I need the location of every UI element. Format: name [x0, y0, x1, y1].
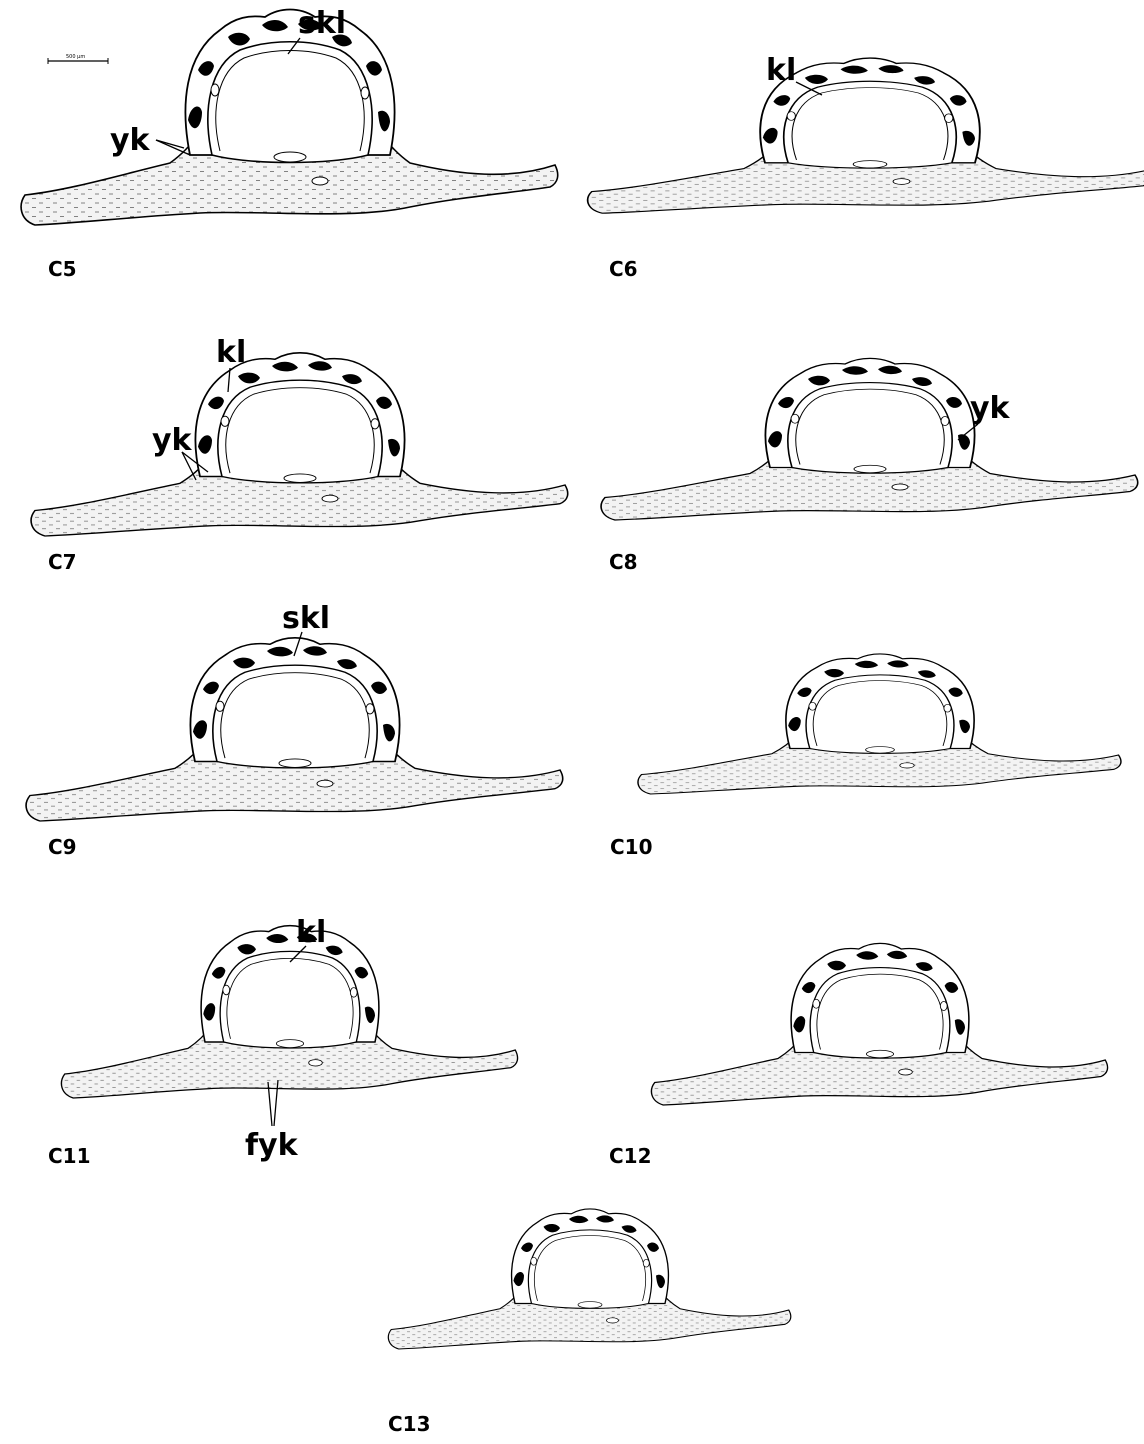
scale-bar-label: 500 µm: [66, 54, 85, 60]
section-drawing-c7: [31, 353, 568, 536]
panel-label-c8: C8: [609, 550, 638, 574]
panel-label-c7: C7: [48, 550, 77, 574]
panel-c12: C12: [609, 943, 1108, 1168]
panel-c11: C11 kl fyk: [48, 915, 518, 1168]
leader-yk-c5a: [156, 140, 190, 155]
panel-label-c12: C12: [609, 1144, 652, 1168]
section-drawing-c13: [388, 1209, 790, 1349]
annotation-skl-c5: skl: [298, 6, 346, 41]
panel-c10: C10: [610, 654, 1121, 859]
panel-c8: C8 yk: [601, 358, 1138, 574]
panel-c9: C9 skl: [26, 601, 563, 859]
annotation-fyk-c11: fyk: [245, 1128, 299, 1163]
annotation-yk-c7: yk: [152, 423, 193, 458]
panel-label-c10: C10: [610, 835, 653, 859]
annotation-yk-c8: yk: [970, 391, 1011, 426]
section-drawing-c6: [588, 58, 1144, 213]
annotation-yk-c5: yk: [110, 123, 151, 158]
scale-bar: 500 µm: [48, 54, 108, 64]
annotation-kl-c11: kl: [296, 915, 326, 950]
section-drawing-c10: [638, 654, 1121, 794]
annotation-kl-c6: kl: [766, 53, 796, 88]
section-drawing-c12: [651, 943, 1107, 1105]
annotation-kl-c7: kl: [216, 335, 246, 370]
section-drawing-c8: [601, 358, 1138, 520]
panel-c13: C13: [388, 1209, 791, 1436]
section-drawing-c11: [61, 926, 517, 1098]
panel-label-c11: C11: [48, 1144, 91, 1168]
annotation-skl-c9: skl: [282, 601, 330, 636]
section-drawing-c5: [21, 10, 558, 226]
panel-label-c9: C9: [48, 835, 77, 859]
panel-c6: C6 kl: [588, 53, 1144, 281]
panel-label-c6: C6: [609, 257, 638, 281]
panel-c7: C7 kl yk: [31, 335, 568, 574]
panel-label-c5: C5: [48, 257, 77, 281]
panel-label-c13: C13: [388, 1412, 431, 1436]
section-drawing-c9: [26, 638, 563, 821]
panel-c5: C5 skl yk: [21, 6, 558, 281]
